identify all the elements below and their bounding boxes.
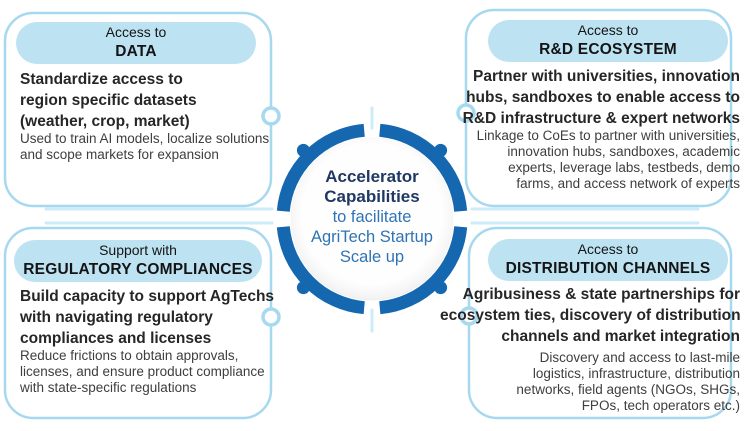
text-line: experts, leverage labs, testbeds, demo	[508, 160, 740, 175]
header-pill-data: Access to DATA	[16, 22, 256, 64]
text-line: Discovery and access to last-mile	[539, 350, 740, 365]
header-pill-rd-ecosystem: Access to R&D ECOSYSTEM	[488, 20, 728, 62]
connector-nodes	[261, 103, 479, 327]
text-line: Used to train AI models, localize soluti…	[20, 131, 270, 146]
ring-arc-se	[379, 226, 468, 315]
text-line: hubs, sandboxes to enable access to	[466, 89, 740, 106]
text-line: AgriTech Startup	[311, 228, 433, 246]
text-line: with state-specific regulations	[20, 380, 197, 395]
rd-regular-text: Linkage to CoEs to partner with universi…	[440, 128, 740, 192]
header-main: R&D ECOSYSTEM	[539, 41, 677, 59]
text-line: region specific datasets	[20, 92, 197, 109]
text-line: (weather, crop, market)	[20, 113, 190, 130]
text-line: networks, field agents (NGOs, SHGs,	[516, 382, 740, 397]
data-regular-text: Used to train AI models, localize soluti…	[20, 131, 270, 163]
center-ring	[276, 123, 468, 315]
header-sub: Access to	[105, 24, 167, 41]
ring-arc-nw	[276, 123, 365, 212]
header-sub: Access to	[577, 241, 639, 258]
header-pill-regulatory: Support with REGULATORY COMPLIANCES	[14, 240, 262, 282]
header-pill-distribution: Access to DISTRIBUTION CHANNELS	[488, 239, 728, 281]
text-line: with navigating regulatory	[20, 309, 213, 326]
data-bold-text: Standardize access to region specific dat…	[20, 69, 270, 132]
connector-node-regulatory	[261, 307, 281, 327]
text-line: Standardize access to	[20, 71, 183, 88]
text-line: channels and market integration	[501, 328, 740, 345]
text-line: Partner with universities, innovation	[473, 68, 740, 85]
regulatory-regular-text: Reduce frictions to obtain approvals,lic…	[20, 348, 270, 396]
text-line: Capabilities	[324, 187, 420, 206]
text-line: licenses, and ensure product compliance	[20, 364, 265, 379]
text-line: R&D infrastructure & expert networks	[462, 110, 740, 127]
text-line: Reduce frictions to obtain approvals,	[20, 348, 239, 363]
text-line: Build capacity to support AgTechs	[20, 288, 275, 305]
text-line: logistics, infrastructure, distribution	[532, 366, 740, 381]
header-sub: Access to	[577, 22, 639, 39]
ring-arc-ne	[379, 123, 468, 212]
rd-bold-text: Partner with universities, innovation hub…	[440, 66, 740, 129]
connector-lines	[44, 106, 700, 333]
header-main: DATA	[115, 43, 157, 61]
text-line: compliances and licenses	[20, 330, 212, 347]
text-line: ecosystem ties, discovery of distributio…	[440, 307, 741, 324]
header-main: DISTRIBUTION CHANNELS	[505, 260, 711, 278]
header-sub: Support with	[99, 242, 177, 259]
connector-node-rd	[456, 103, 476, 123]
text-line: and scope markets for expansion	[20, 147, 219, 162]
text-line: to facilitate	[332, 208, 412, 226]
center-disc	[290, 137, 454, 301]
connector-node-distribution	[459, 306, 479, 326]
connector-node-data	[261, 106, 281, 126]
text-line: innovation hubs, sandboxes, academic	[507, 144, 740, 159]
distribution-bold-text: Agribusiness & state partnerships for eco…	[440, 284, 741, 347]
text-line: Agribusiness & state partnerships for	[462, 286, 740, 303]
text-line: Linkage to CoEs to partner with universi…	[476, 128, 740, 143]
header-main: REGULATORY COMPLIANCES	[23, 261, 253, 279]
ring-arc-sw	[276, 226, 365, 315]
text-line: Scale up	[339, 248, 405, 266]
text-line: FPOs, tech operators etc.)	[581, 398, 740, 413]
text-line: farms, and access network of experts	[516, 176, 740, 191]
regulatory-bold-text: Build capacity to support AgTechs with na…	[20, 286, 275, 349]
text-line: Accelerator	[325, 167, 419, 186]
